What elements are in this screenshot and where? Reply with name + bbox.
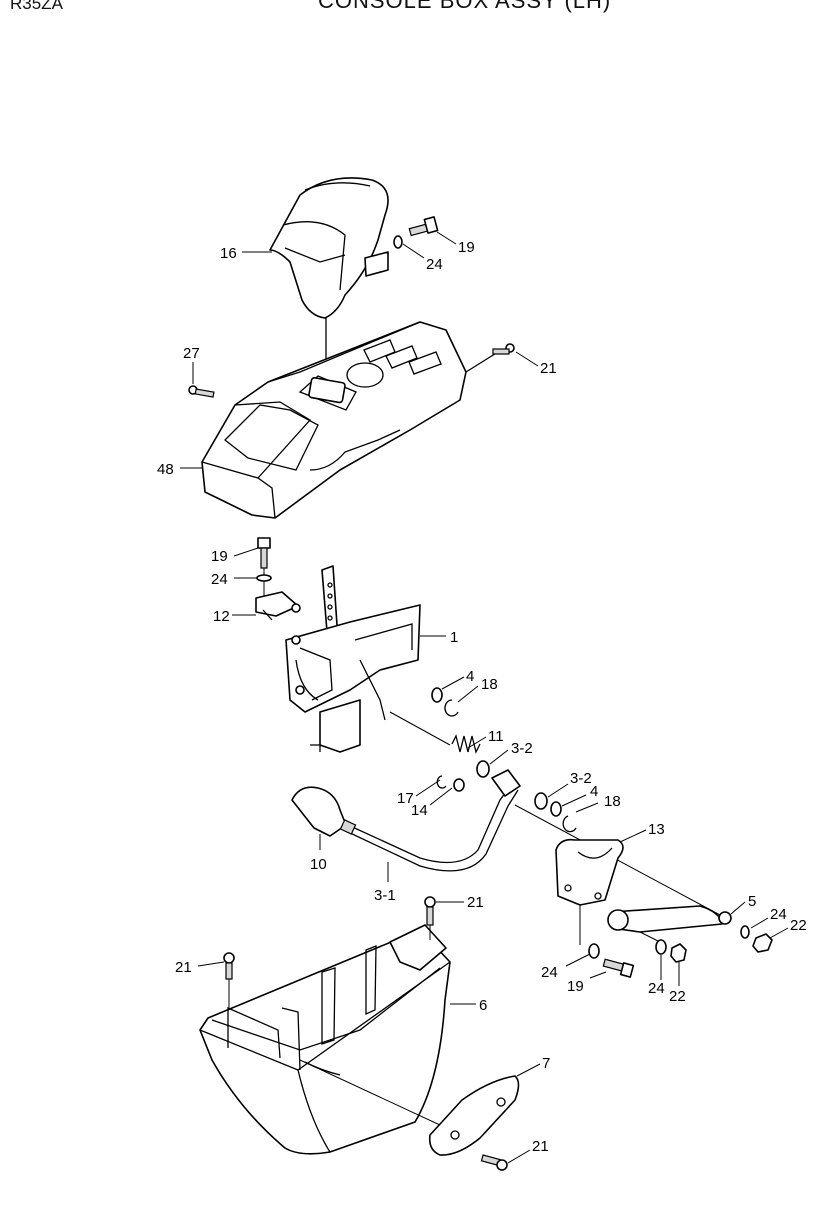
screw-21-b	[424, 896, 436, 940]
washer-24-c	[740, 925, 750, 939]
lever-rod-3-1	[339, 769, 521, 882]
callout-18: 18	[604, 793, 621, 810]
callout-1: 1	[450, 629, 458, 646]
callout-labels: 16 19 24 27 21 48 19 24 12 1 4 18 11 3-2…	[157, 239, 807, 1155]
callout-12: 12	[213, 608, 230, 625]
clip-18-a	[444, 699, 459, 717]
console-box-6	[199, 924, 456, 1155]
callout-13: 13	[648, 821, 665, 838]
spring-11	[451, 734, 481, 754]
diagram-title: CONSOLE BOX ASSY (LH)	[318, 0, 612, 13]
callout-22: 22	[790, 917, 807, 934]
collar-4-b	[550, 801, 562, 817]
grip-knob-16	[269, 177, 389, 380]
callout-4: 4	[590, 783, 598, 800]
bolt-19-top	[408, 216, 439, 237]
screw-21-c	[223, 952, 235, 1010]
callout-4: 4	[466, 668, 474, 685]
leader-lines	[180, 231, 789, 1164]
clip-17	[436, 775, 447, 789]
bracket-12	[255, 591, 301, 621]
callout-19: 19	[567, 978, 584, 995]
bushing-3-2-b	[534, 792, 548, 810]
callout-18: 18	[481, 676, 498, 693]
nut-22-a	[752, 933, 773, 953]
washer-24-e	[655, 939, 667, 955]
callout-19: 19	[211, 548, 228, 565]
model-code: R35ZA	[10, 0, 63, 13]
callout-24: 24	[211, 571, 228, 588]
screw-27	[188, 385, 215, 398]
nut-22-b	[670, 943, 687, 963]
callout-14: 14	[411, 802, 428, 819]
washer-24-top	[393, 235, 403, 249]
bolt-19-low	[602, 958, 635, 978]
callout-21: 21	[532, 1138, 549, 1155]
clip-18-b	[562, 815, 577, 833]
console-cover-48	[201, 321, 499, 519]
cover-plate-7	[428, 1075, 520, 1156]
screw-21-d	[480, 1154, 508, 1171]
callout-22: 22	[669, 988, 686, 1005]
lever-frame-1	[285, 565, 451, 753]
callout-3-2: 3-2	[511, 740, 533, 757]
bushing-3-2-a	[476, 760, 490, 778]
washer-24-mid	[256, 574, 272, 582]
callout-11: 11	[488, 728, 504, 745]
callout-6: 6	[479, 997, 487, 1014]
callout-7: 7	[542, 1055, 550, 1072]
callout-17: 17	[397, 790, 414, 807]
lever-knob-10	[291, 786, 347, 850]
bracket-plate-13	[555, 838, 624, 945]
callout-16: 16	[220, 245, 237, 262]
callout-3-1: 3-1	[374, 887, 396, 904]
callout-24: 24	[426, 256, 443, 273]
callout-24: 24	[648, 980, 665, 997]
callout-10: 10	[310, 856, 327, 873]
screw-21-top	[492, 343, 515, 355]
callout-21: 21	[540, 360, 557, 377]
callout-19: 19	[458, 239, 475, 256]
washer-14	[453, 778, 465, 792]
callout-24: 24	[770, 906, 787, 923]
callout-48: 48	[157, 461, 174, 478]
callout-3-2: 3-2	[570, 770, 592, 787]
washer-24-d	[588, 943, 600, 959]
damper-5	[607, 905, 732, 943]
collar-4-a	[431, 687, 443, 703]
callout-21: 21	[467, 894, 484, 911]
callout-21: 21	[175, 959, 192, 976]
callout-27: 27	[183, 345, 200, 362]
callout-5: 5	[748, 893, 756, 910]
callout-24: 24	[541, 964, 558, 981]
